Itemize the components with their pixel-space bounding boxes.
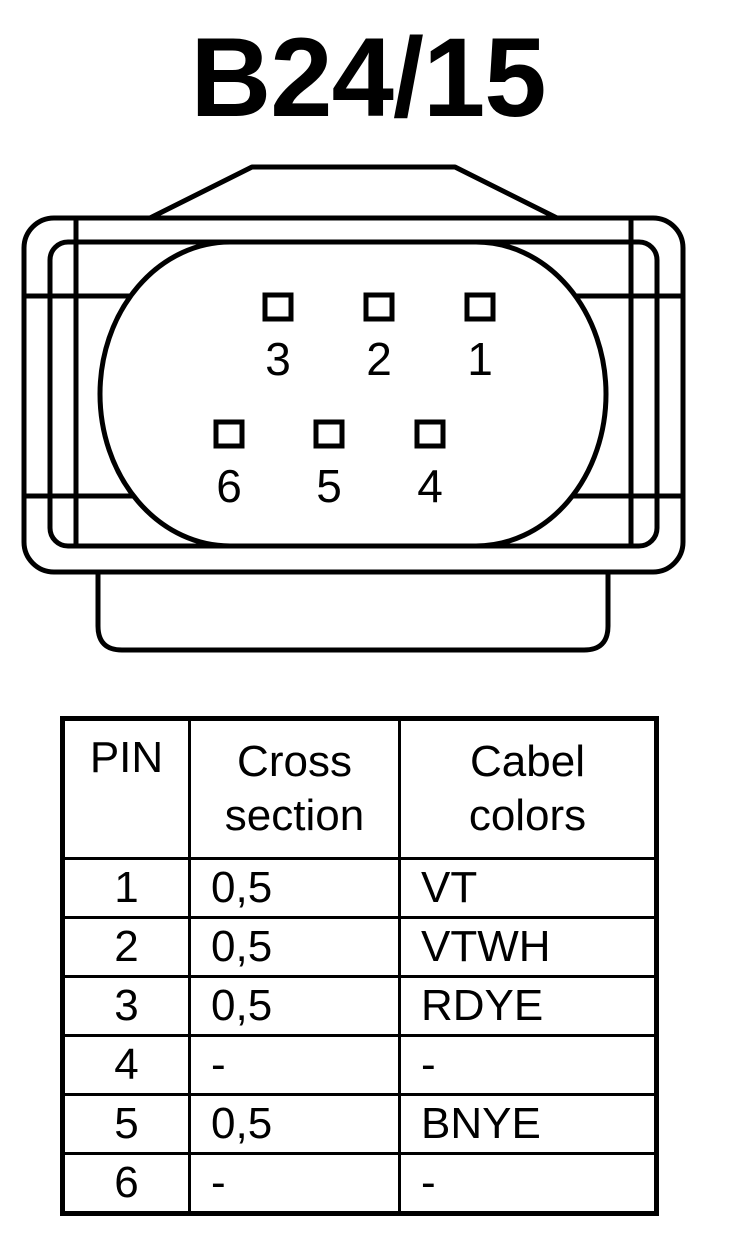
pin-label: 3 [265, 333, 291, 385]
page-title: B24/15 [190, 15, 546, 140]
pin-label: 6 [216, 460, 242, 512]
cell-cross-section: 0,5 [188, 1093, 401, 1155]
cell-pin: 4 [61, 1034, 191, 1096]
cell-cable-color: BNYE [398, 1093, 658, 1155]
pin-label: 5 [316, 460, 342, 512]
cell-pin: 6 [61, 1152, 191, 1215]
table-row: 5 0,5 BNYE [61, 1093, 658, 1155]
cell-pin: 5 [61, 1093, 191, 1155]
pin-assignment-table: PIN Cross section Cabel colors 1 0,5 VT … [60, 716, 659, 1216]
cell-pin: 1 [61, 857, 191, 919]
header-cable-colors: Cabel colors [398, 717, 658, 860]
pin-1-socket [464, 292, 496, 322]
cell-cable-color: - [398, 1034, 658, 1096]
pin-3-socket [262, 292, 294, 322]
connector-housing-outer [21, 215, 686, 575]
table-row: 1 0,5 VT [61, 857, 658, 919]
pin-6-socket [213, 419, 245, 449]
table-row: 4 - - [61, 1034, 658, 1096]
cell-pin: 3 [61, 975, 191, 1037]
cell-cross-section: 0,5 [188, 916, 401, 978]
cell-cross-section: 0,5 [188, 975, 401, 1037]
pin-2-socket [363, 292, 395, 322]
header-pin: PIN [61, 717, 191, 860]
cell-cable-color: - [398, 1152, 658, 1215]
cell-cross-section: 0,5 [188, 857, 401, 919]
cell-cable-color: VTWH [398, 916, 658, 978]
connector-bottom-tab [95, 572, 611, 653]
header-cross-section: Cross section [188, 717, 401, 860]
connector-top-tab [148, 164, 559, 221]
table-row: 2 0,5 VTWH [61, 916, 658, 978]
cell-cable-color: RDYE [398, 975, 658, 1037]
connector-pin-face [97, 239, 609, 549]
cell-pin: 2 [61, 916, 191, 978]
cell-cross-section: - [188, 1152, 401, 1215]
cell-cross-section: - [188, 1034, 401, 1096]
cell-cable-color: VT [398, 857, 658, 919]
table-row: 6 - - [61, 1152, 658, 1215]
pin-5-socket [313, 419, 345, 449]
connector-diagram: 3 2 1 6 5 4 [21, 164, 686, 653]
pin-label: 1 [467, 333, 493, 385]
pin-label: 4 [417, 460, 443, 512]
table-header-row: PIN Cross section Cabel colors [61, 717, 658, 860]
table-row: 3 0,5 RDYE [61, 975, 658, 1037]
pin-label: 2 [366, 333, 392, 385]
pin-4-socket [414, 419, 446, 449]
